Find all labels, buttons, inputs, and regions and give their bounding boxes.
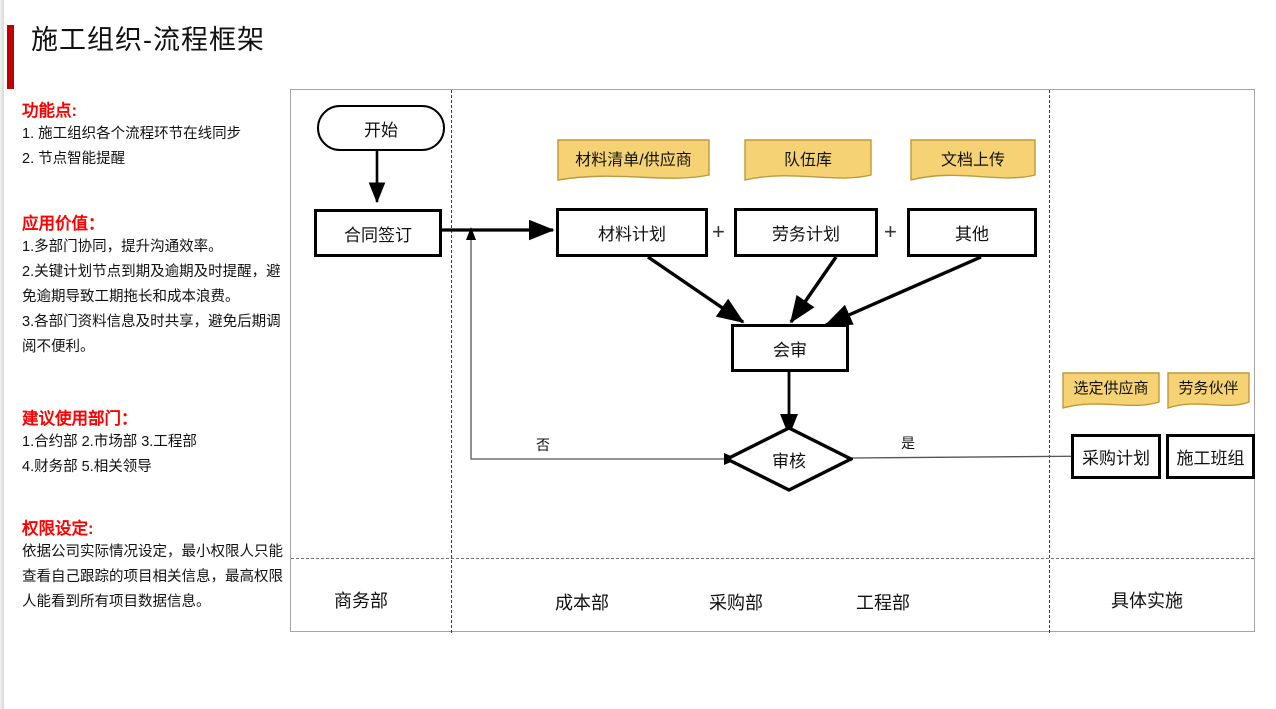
node-work-team-label: 施工班组: [1176, 449, 1245, 468]
sidebar-heading-departments: 建议使用部门：: [22, 410, 138, 428]
lane-label-cost: 成本部: [555, 593, 609, 613]
edge-label-yes: 是: [901, 435, 915, 451]
page-title: 施工组织-流程框架: [31, 25, 265, 55]
sidebar-line: 查看自己跟踪的项目相关信息，最高权限: [22, 569, 283, 585]
edge-label-no: 否: [536, 437, 550, 453]
note-doc-upload-label: 文档上传: [940, 152, 1005, 169]
note-doc-upload[interactable]: 文档上传: [909, 138, 1037, 186]
node-material-plan[interactable]: 材料计划: [556, 208, 708, 257]
node-other-label: 其他: [955, 225, 989, 244]
note-chosen-supplier-label: 选定供应商: [1073, 380, 1149, 397]
flowchart-frame: 开始 合同签订 材料计划 + 劳务计划 + 其他 会审 审核 采购计划: [290, 89, 1255, 633]
sidebar-section-permissions: 权限设定: 依据公司实际情况设定，最小权限人只能 查看自己跟踪的项目相关信息，最…: [22, 518, 290, 615]
node-contract-signing-label: 合同签订: [344, 225, 412, 245]
note-team-pool[interactable]: 队伍库: [743, 138, 873, 186]
sidebar-heading-permissions: 权限设定:: [22, 520, 94, 538]
sidebar-line: 免逾期导致工期拖长和成本浪费。: [22, 289, 240, 305]
note-labor-partner[interactable]: 劳务伙伴: [1166, 371, 1251, 413]
diamond-shape: [723, 426, 855, 492]
sidebar-line: 依据公司实际情况设定，最小权限人只能: [22, 544, 283, 560]
swimlane-divider-bottom: [291, 558, 1254, 559]
node-labor-plan-label: 劳务计划: [772, 225, 840, 244]
node-contract-signing[interactable]: 合同签订: [314, 209, 442, 257]
sidebar-line: 1.合约部 2.市场部 3.工程部: [22, 434, 197, 450]
note-labor-partner-label: 劳务伙伴: [1178, 380, 1239, 397]
sidebar-line: 1. 施工组织各个流程环节在线同步: [22, 126, 242, 142]
banner-shape: [557, 139, 710, 181]
node-work-team[interactable]: 施工班组: [1166, 434, 1255, 479]
sidebar-heading-features: 功能点:: [22, 102, 77, 120]
title-accent-bar: [7, 25, 14, 89]
note-chosen-supplier[interactable]: 选定供应商: [1061, 371, 1161, 413]
node-other[interactable]: 其他: [907, 208, 1037, 257]
node-purchase-plan[interactable]: 采购计划: [1071, 434, 1161, 479]
node-purchase-plan-label: 采购计划: [1082, 449, 1150, 468]
plus-operator-1: +: [712, 219, 725, 244]
sidebar-line: 2. 节点智能提醒: [22, 151, 126, 167]
node-labor-plan[interactable]: 劳务计划: [734, 208, 878, 257]
window-left-gutter: [0, 0, 4, 709]
sidebar-line: 阅不便利。: [22, 339, 95, 355]
node-joint-review[interactable]: 会审: [731, 324, 849, 372]
lane-label-business: 商务部: [334, 591, 388, 611]
node-start-label: 开始: [364, 120, 398, 140]
note-material-list-label: 材料清单/供应商: [575, 152, 692, 169]
sidebar-section-value: 应用价值： 1.多部门协同，提升沟通效率。 2.关键计划节点到期及逾期及时提醒，…: [22, 213, 290, 360]
banner-shape: [1167, 372, 1250, 409]
lane-label-procurement: 采购部: [709, 593, 763, 613]
node-joint-review-label: 会审: [773, 340, 807, 360]
banner-shape: [1062, 372, 1160, 409]
node-approval-label: 审核: [772, 451, 806, 471]
note-material-list[interactable]: 材料清单/供应商: [556, 138, 711, 186]
sidebar-line: 人能看到所有项目数据信息。: [22, 594, 211, 610]
sidebar-line: 3.各部门资料信息及时共享，避免后期调: [22, 314, 281, 330]
sidebar-section-features: 功能点: 1. 施工组织各个流程环节在线同步 2. 节点智能提醒: [22, 100, 290, 172]
sidebar-section-departments: 建议使用部门： 1.合约部 2.市场部 3.工程部 4.财务部 5.相关领导: [22, 408, 290, 480]
node-approval[interactable]: 审核: [723, 426, 855, 492]
node-start[interactable]: 开始: [317, 105, 445, 151]
banner-shape: [744, 139, 872, 181]
sidebar-line: 1.多部门协同，提升沟通效率。: [22, 239, 223, 255]
sidebar-line: 4.财务部 5.相关领导: [22, 459, 152, 475]
plus-operator-2: +: [884, 219, 897, 244]
node-material-plan-label: 材料计划: [598, 225, 666, 244]
lane-label-engineering: 工程部: [856, 593, 910, 613]
sidebar-heading-value: 应用价值：: [22, 215, 105, 233]
sidebar-line: 2.关键计划节点到期及逾期及时提醒，避: [22, 264, 281, 280]
lane-label-implementation: 具体实施: [1111, 591, 1183, 611]
swimlane-divider-1: [451, 90, 452, 633]
note-team-pool-label: 队伍库: [783, 152, 832, 169]
swimlane-divider-2: [1049, 90, 1050, 633]
banner-shape: [910, 139, 1036, 181]
